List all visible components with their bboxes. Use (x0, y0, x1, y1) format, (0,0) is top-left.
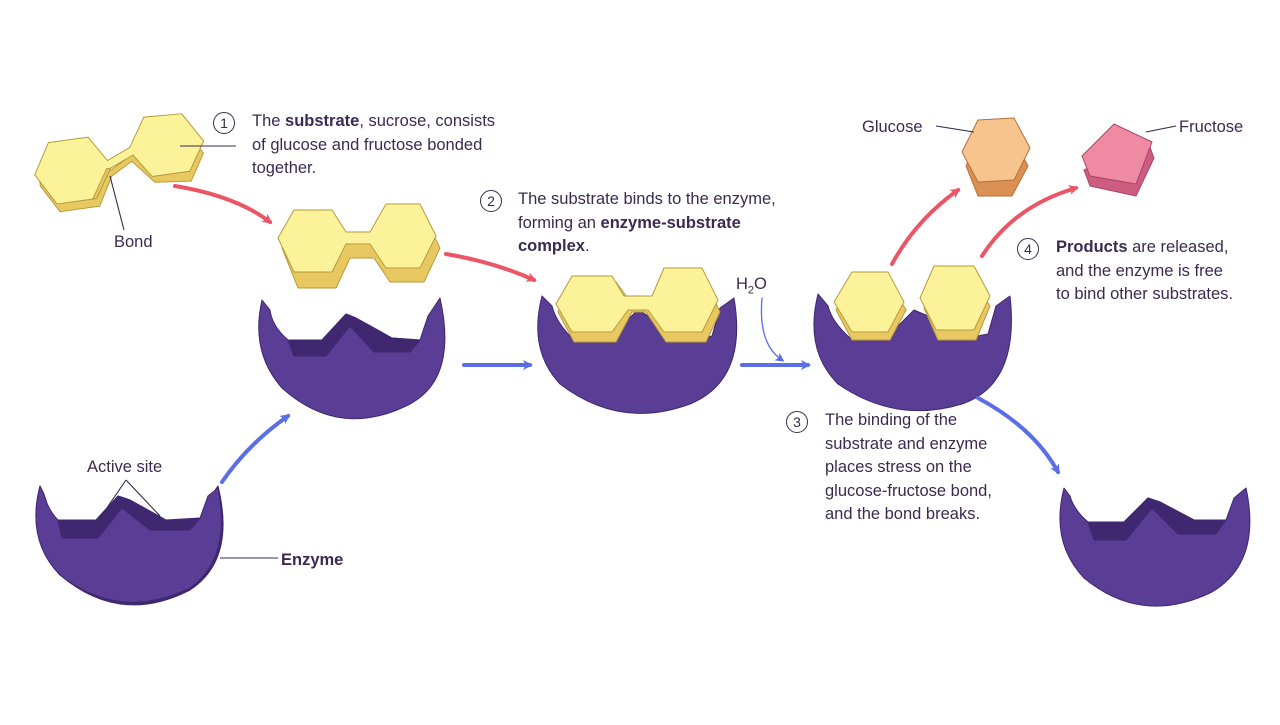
enzyme-label: Enzyme (281, 551, 344, 569)
step-2-number: 2 (480, 190, 502, 212)
step-2-line: The substrate binds to the enzyme, (518, 188, 776, 212)
active-site-pocket (57, 495, 201, 539)
step-2-line: forming an enzyme-substrate (518, 212, 776, 236)
enzyme-free (35, 485, 224, 606)
step-text-fragment: and the enzyme is free (1056, 261, 1223, 280)
step-text-fragment: and the bond breaks. (825, 505, 981, 523)
step-1-line: The substrate, sucrose, consists (252, 110, 495, 134)
step-3-line: glucose-fructose bond, (825, 480, 992, 504)
arrow-enzyme-up (220, 414, 291, 484)
active-site-leader-right (125, 479, 161, 517)
substrate-sucrose (34, 113, 205, 213)
step-text-fragment: to bind other substrates. (1056, 285, 1234, 303)
arrow-glucose-release (890, 188, 961, 266)
substrate-bound (555, 267, 721, 343)
active-site-label: Active site (87, 458, 163, 476)
step-3-line: and the bond breaks. (825, 503, 992, 527)
step-4-line: to bind other substrates. (1056, 283, 1233, 307)
step-text-fragment: The substrate binds to the enzyme, (518, 190, 776, 208)
step-text-fragment: The binding of the (825, 411, 958, 429)
step-text-fragment: , sucrose, consists (359, 112, 496, 130)
step-text-fragment: . (584, 237, 590, 255)
fructose-label: Fructose (1179, 118, 1244, 136)
step-3-line: The binding of the (825, 409, 992, 433)
step-text-fragment: together. (252, 159, 317, 177)
enzyme-breaking (813, 293, 1012, 412)
product-glucose (961, 117, 1031, 197)
step-3-line: places stress on the (825, 456, 992, 480)
product-fructose (1081, 123, 1155, 197)
step-text-fragment: of glucose and fructose bonded (252, 135, 483, 154)
active-site-leader-left (99, 479, 127, 519)
leader-lines (99, 125, 1177, 559)
arrow-substrate-to-complex (444, 252, 537, 282)
enzyme-released (1059, 487, 1251, 607)
bond-label: Bond (114, 233, 153, 251)
arrow-substrate-to-enzyme (173, 184, 273, 224)
step-text-fragment: glucose-fructose bond, (825, 481, 992, 500)
step-4-number: 4 (1017, 238, 1039, 260)
step-4-line: and the enzyme is free (1056, 260, 1233, 284)
fructose-leader (1145, 125, 1177, 133)
water-o: O (754, 275, 767, 293)
arrow-fructose-release (980, 185, 1079, 258)
step-2-line: complex. (518, 235, 776, 259)
substrate-splitting (833, 265, 991, 341)
glucose-label: Glucose (862, 118, 923, 136)
step-3-line: substrate and enzyme (825, 433, 992, 457)
water-subscript: 2 (747, 284, 755, 297)
step-4-text: Products are released,and the enzyme is … (1056, 236, 1233, 307)
step-1-number: 1 (213, 112, 235, 134)
step-2-text: The substrate binds to the enzyme, formin… (518, 188, 776, 259)
step-text-fragment: substrate and enzyme (825, 434, 988, 453)
step-text-fragment: are released, (1127, 238, 1229, 256)
step-text-bold-term: Products (1056, 238, 1128, 256)
glucose-leader (935, 125, 975, 133)
arrows (173, 184, 1079, 484)
step-text-fragment: places stress on the (825, 458, 972, 476)
step-text-fragment: forming an (518, 213, 601, 232)
step-4-line: Products are released, (1056, 236, 1233, 260)
step-1-line: together. (252, 157, 495, 181)
arrow-enzyme-release (976, 396, 1060, 475)
step-3-number: 3 (786, 411, 808, 433)
step-text-fragment: The (252, 112, 286, 130)
step-text-bold-term: enzyme-substrate (600, 213, 741, 232)
arrow-water (760, 297, 785, 362)
step-text-bold-term: complex (518, 237, 585, 255)
water-h: H (736, 275, 748, 293)
enzyme-empty (258, 297, 446, 420)
step-1-line: of glucose and fructose bonded (252, 134, 495, 158)
step-3-text: The binding of the substrate and enzyme pl… (825, 409, 992, 527)
step-text-bold-term: substrate (285, 112, 360, 130)
substrate-approaching (277, 203, 441, 289)
bond-leader (109, 175, 125, 231)
water-label: H2O (736, 275, 767, 296)
